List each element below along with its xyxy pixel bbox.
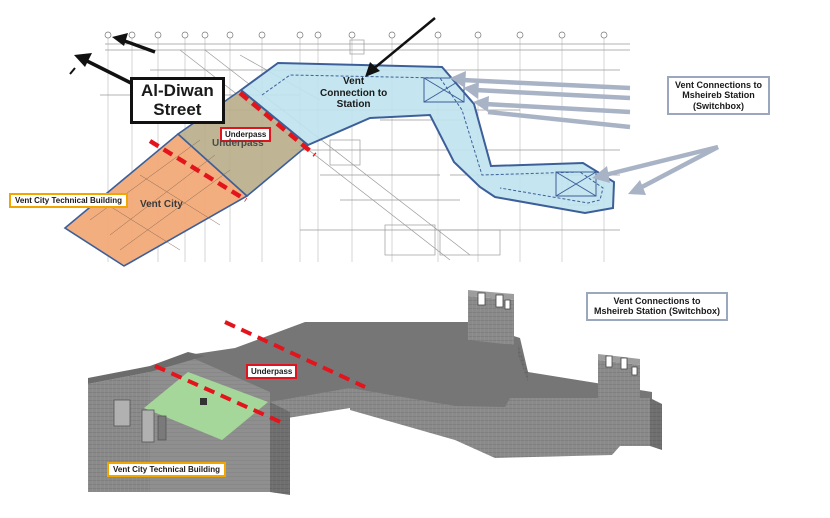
bottom-switchbox-line2: Msheireb Station (Switchbox): [594, 306, 721, 317]
gridline-bubble: [226, 31, 234, 39]
gridline-bubble: [296, 31, 304, 39]
switchbox-tower-right: [598, 354, 640, 415]
street-label-line1: Al-Diwan: [141, 81, 214, 100]
gridline-bubble: [128, 31, 136, 39]
gridline-bubble: [181, 31, 189, 39]
al-diwan-street-label: Al-Diwan Street: [130, 77, 225, 125]
gridline-bubbles: [104, 31, 608, 39]
gridline-bubble: [258, 31, 266, 39]
gridline-bubble: [516, 31, 524, 39]
top-switchbox-line3: (Switchbox): [693, 100, 744, 111]
top-switchbox-line2: Msheireb Station: [682, 90, 755, 101]
model-underpass-red-dashes: [154, 320, 366, 426]
gridline-bubble: [314, 31, 322, 39]
tunnel-inner-line: [261, 74, 604, 204]
switchbox-tower-left: [468, 290, 514, 345]
top-switchbox-line1: Vent Connections to: [675, 80, 763, 90]
top-underpass-label: Underpass: [220, 127, 272, 143]
model-upper-wall: [350, 388, 455, 440]
top-underpass-ghost-label: Underpass: [212, 138, 264, 149]
vent-connection-line2: Connection to: [320, 87, 388, 99]
gridline-bubble: [201, 31, 209, 39]
top-switchbox-label: Vent Connections to Msheireb Station (Sw…: [667, 76, 771, 116]
gridline-bubble: [600, 31, 608, 39]
gridline-bubble: [388, 31, 396, 39]
model-main-roof: [188, 322, 652, 412]
model-ledge-left: [518, 344, 528, 382]
vent-connection-label: Vent Connection to Station: [320, 76, 387, 111]
switchbox-pointer-arrows: [450, 71, 720, 195]
vent-connection-line3: Station: [336, 99, 371, 110]
vent-connection-line1: Vent: [343, 76, 365, 87]
top-technical-building-label: Vent City Technical Building: [9, 193, 128, 209]
gridline-bubble: [558, 31, 566, 39]
bottom-underpass-label: Underpass: [246, 364, 298, 380]
gridline-bubble: [104, 31, 112, 39]
top-plan-drawing: [63, 17, 720, 267]
underpass-red-dashes: [148, 91, 317, 202]
model-right-wall: [455, 398, 650, 458]
bottom-switchbox-label: Vent Connections to Msheireb Station (Sw…: [586, 292, 729, 321]
street-label-line2: Street: [153, 99, 202, 119]
vent-connection-tunnel: [239, 61, 616, 215]
gridline-bubble: [434, 31, 442, 39]
green-roof: [144, 372, 268, 440]
vent-city-label: Vent City: [140, 199, 183, 210]
bottom-technical-building-label: Vent City Technical Building: [107, 462, 226, 478]
model-right-end: [650, 398, 662, 450]
bottom-switchbox-line1: Vent Connections to: [613, 296, 701, 306]
street-direction-arrows: [69, 17, 436, 86]
gridline-bubble: [474, 31, 482, 39]
gridline-bubble: [348, 31, 356, 39]
gridline-bubble: [154, 31, 162, 39]
